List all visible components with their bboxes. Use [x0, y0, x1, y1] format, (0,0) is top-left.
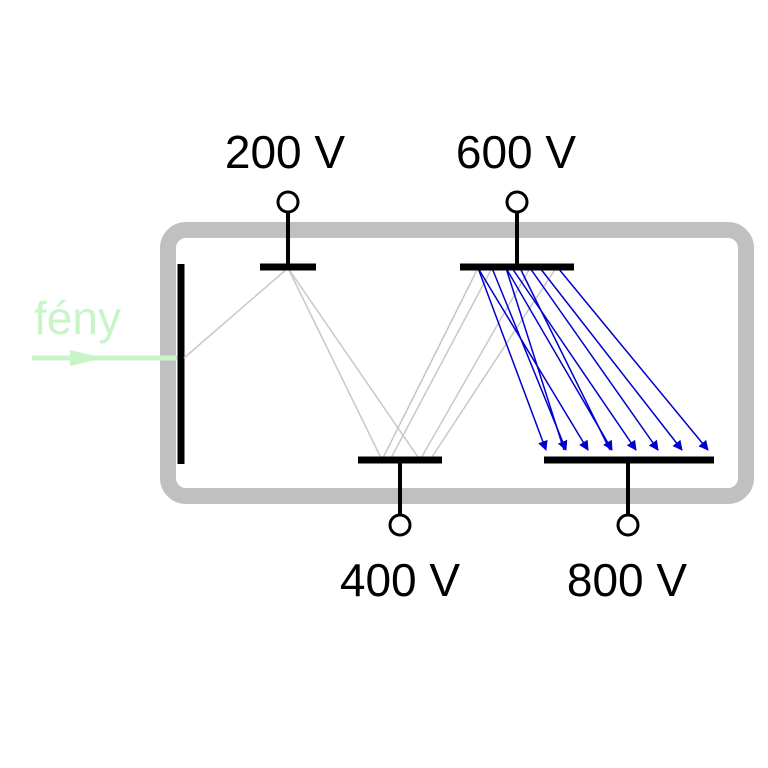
path-d1-d2-b	[287, 267, 421, 461]
light-label: fény	[34, 292, 121, 344]
path-d2-d3-c	[419, 267, 531, 461]
path-cathode-d1	[183, 267, 289, 359]
path-d2-d3-b	[389, 267, 493, 461]
terminal-circle-icon	[616, 513, 640, 537]
dynode-2: 400 V	[340, 456, 461, 606]
blue-path	[529, 267, 659, 451]
anode: 800 V	[544, 456, 714, 606]
light-beam: fény	[32, 292, 180, 366]
blue-path	[505, 267, 565, 451]
voltage-label: 200 V	[225, 126, 346, 178]
primary-electron-paths	[183, 267, 557, 461]
dynode-3: 600 V	[456, 126, 577, 271]
light-arrow-icon	[70, 350, 104, 366]
blue-path	[477, 267, 589, 451]
blue-path	[557, 267, 709, 451]
blue-path	[539, 267, 683, 451]
multiplied-electron-paths	[477, 267, 709, 451]
terminal-circle-icon	[388, 513, 412, 537]
blue-path	[477, 267, 548, 451]
tube-outline	[160, 222, 754, 504]
voltage-label: 600 V	[456, 126, 577, 178]
blue-path	[511, 267, 637, 451]
terminal-circle-icon	[505, 190, 529, 214]
blue-path	[519, 267, 611, 451]
terminal-circle-icon	[276, 190, 300, 214]
path-d2-d3-a	[381, 267, 479, 461]
path-d1-d2-a	[287, 267, 383, 461]
voltage-label: 400 V	[340, 554, 461, 606]
dynode-1: 200 V	[225, 126, 346, 271]
voltage-label: 800 V	[567, 554, 688, 606]
